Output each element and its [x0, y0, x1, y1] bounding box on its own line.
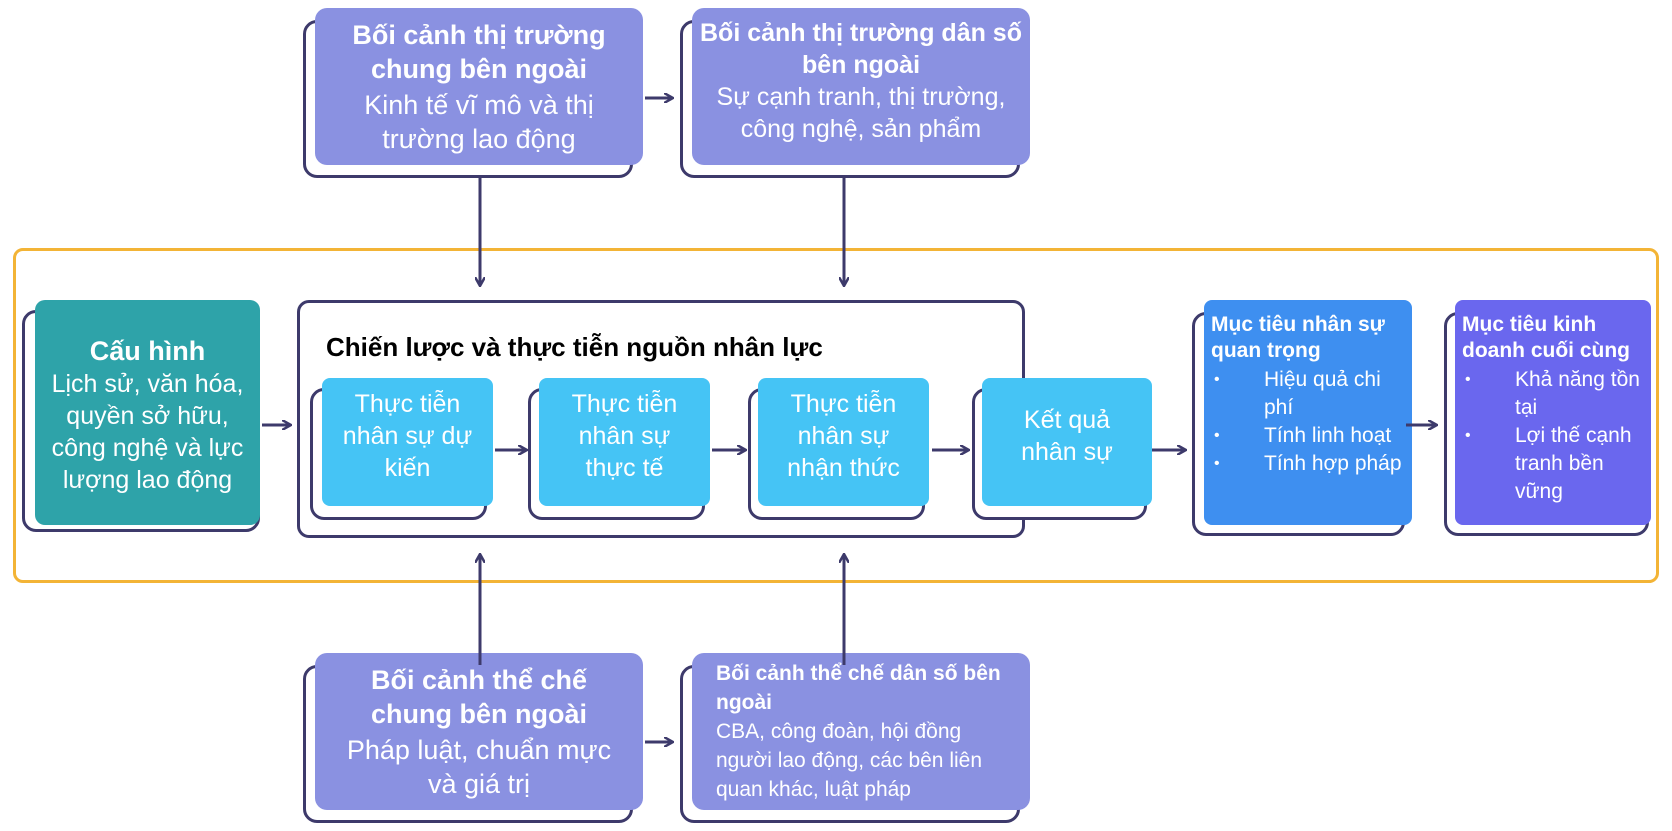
- external-institution-population-box: Bối cảnh thể chế dân số bên ngoài CBA, c…: [692, 653, 1030, 810]
- external-market-population-body: Sự cạnh tranh, thị trường, công nghệ, sả…: [716, 83, 1006, 143]
- practice-actual-box: Thực tiễn nhân sự thực tế: [539, 378, 710, 506]
- external-market-general-body: Kinh tế vĩ mô và thị trường lao động: [364, 90, 594, 154]
- practice-actual-label: Thực tiễn nhân sự thực tế: [571, 390, 678, 482]
- hr-goals-box: Mục tiêu nhân sự quan trọng Hiệu quả chi…: [1204, 300, 1412, 525]
- practice-perceived-label: Thực tiễn nhân sự nhận thức: [787, 390, 900, 482]
- configuration-body: Lịch sử, văn hóa, quyền sở hữu, công ngh…: [51, 370, 244, 494]
- business-goals-title: Mục tiêu kinh doanh cuối cùng: [1462, 313, 1630, 362]
- hr-results-box: Kết quả nhân sự: [982, 378, 1152, 506]
- hr-system-frame: [13, 248, 1659, 583]
- hr-goal-item: Tính linh hoạt: [1214, 422, 1412, 450]
- practice-expected-box: Thực tiễn nhân sự dự kiến: [322, 378, 493, 506]
- hr-goals-list: Hiệu quả chi phí Tính linh hoạt Tính hợp…: [1208, 366, 1412, 478]
- external-market-general-box: Bối cảnh thị trường chung bên ngoài Kinh…: [315, 8, 643, 165]
- external-institution-general-title: Bối cảnh thể chế chung bên ngoài: [370, 665, 588, 729]
- hr-goal-item: Tính hợp pháp: [1214, 450, 1412, 478]
- business-goals-box: Mục tiêu kinh doanh cuối cùng Khả năng t…: [1455, 300, 1651, 525]
- hr-goals-title: Mục tiêu nhân sự quan trọng: [1211, 313, 1385, 362]
- business-goals-list: Khả năng tồn tại Lợi thế cạnh tranh bền …: [1459, 366, 1651, 506]
- configuration-box: Cấu hình Lịch sử, văn hóa, quyền sở hữu,…: [35, 300, 260, 525]
- hr-goal-item: Hiệu quả chi phí: [1214, 366, 1412, 422]
- external-institution-general-box: Bối cảnh thể chế chung bên ngoài Pháp lu…: [315, 653, 643, 810]
- external-institution-population-body: CBA, công đoàn, hội đồng người lao động,…: [716, 720, 983, 801]
- external-institution-general-body: Pháp luật, chuẩn mực và giá trị: [346, 735, 612, 799]
- practice-perceived-box: Thực tiễn nhân sự nhận thức: [758, 378, 929, 506]
- business-goal-item: Khả năng tồn tại: [1465, 366, 1651, 422]
- business-goal-item: Lợi thế cạnh tranh bền vững: [1465, 422, 1651, 506]
- hr-results-label: Kết quả nhân sự: [1021, 406, 1113, 466]
- hr-strategy-title: Chiến lược và thực tiễn nguồn nhân lực: [326, 332, 823, 362]
- configuration-title: Cấu hình: [89, 336, 206, 366]
- practice-expected-label: Thực tiễn nhân sự dự kiến: [342, 390, 473, 482]
- external-market-population-title: Bối cảnh thị trường dân số bên ngoài: [700, 19, 1022, 79]
- external-market-population-box: Bối cảnh thị trường dân số bên ngoài Sự …: [692, 8, 1030, 165]
- external-institution-population-title: Bối cảnh thể chế dân số bên ngoài: [716, 662, 1001, 714]
- external-market-general-title: Bối cảnh thị trường chung bên ngoài: [352, 20, 606, 84]
